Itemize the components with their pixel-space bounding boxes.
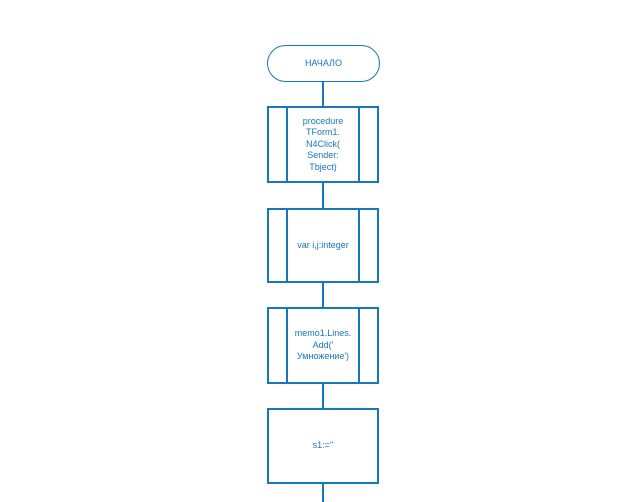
node-label: НАЧАЛО — [305, 57, 342, 68]
connector-line — [322, 81, 324, 107]
node-label: s1:='' — [312, 440, 334, 451]
node-label: procedure TForm1. N4Click( Sender: Tbjec… — [302, 115, 344, 172]
predefined-process-left-bar — [286, 210, 288, 281]
connector-line — [322, 182, 324, 209]
flowchart-node-var-predefined-process: var i,j:integer — [267, 208, 379, 283]
flowchart-node-memo-add-predefined-process: memo1.Lines. Add(' Умножение') — [267, 307, 379, 384]
flowchart-node-procedure-predefined-process: procedure TForm1. N4Click( Sender: Tbjec… — [267, 106, 379, 183]
connector-line — [322, 483, 324, 502]
node-label: var i,j:integer — [297, 239, 349, 250]
flowchart-node-assign-s1-process: s1:='' — [267, 408, 379, 484]
connector-line — [322, 282, 324, 308]
predefined-process-left-bar — [286, 108, 288, 181]
predefined-process-right-bar — [358, 108, 360, 181]
flowchart-node-start-terminator: НАЧАЛО — [267, 45, 380, 82]
connector-line — [322, 383, 324, 409]
predefined-process-right-bar — [358, 210, 360, 281]
predefined-process-right-bar — [358, 309, 360, 382]
node-label: memo1.Lines. Add(' Умножение') — [294, 328, 352, 362]
predefined-process-left-bar — [286, 309, 288, 382]
